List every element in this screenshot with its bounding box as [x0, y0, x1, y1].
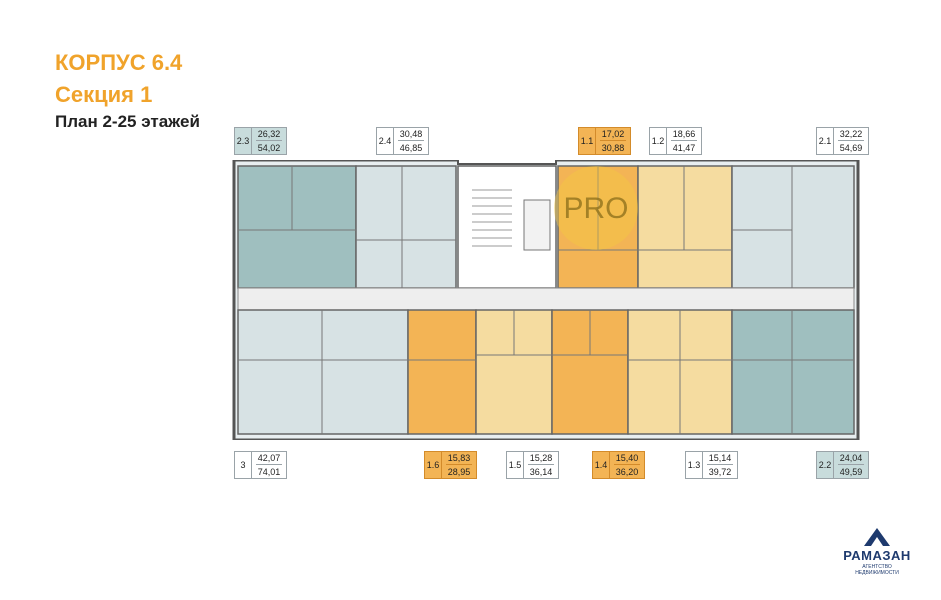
- apartment-number: 2.2: [817, 452, 834, 478]
- apartment-number: 1.5: [507, 452, 524, 478]
- company-logo: РАМАЗАН АГЕНТСТВО НЕДВИЖИМОСТИ: [840, 528, 914, 576]
- apartment-1-2-area[interactable]: [637, 165, 733, 289]
- living-area: 15,14: [707, 453, 733, 466]
- apartment-label-1-4[interactable]: 1.4 15,40 36,20: [592, 451, 645, 479]
- apartment-number: 3: [235, 452, 252, 478]
- apartment-label-2-4[interactable]: 2.4 30,48 46,85: [376, 127, 429, 155]
- logo-name: РАМАЗАН: [843, 548, 911, 563]
- floor-plan: PRO: [232, 160, 860, 440]
- living-area: 15,83: [446, 453, 472, 466]
- apartment-number: 2.4: [377, 128, 394, 154]
- apartment-2-2-area[interactable]: [731, 309, 855, 435]
- total-area: 28,95: [447, 466, 471, 477]
- apartment-2-1-area[interactable]: [731, 165, 855, 289]
- apartment-label-2-1[interactable]: 2.1 32,22 54,69: [816, 127, 869, 155]
- living-area: 26,32: [256, 129, 282, 142]
- apartment-label-1-6[interactable]: 1.6 15,83 28,95: [424, 451, 477, 479]
- total-area: 30,88: [601, 142, 625, 153]
- apartment-number: 1.3: [686, 452, 703, 478]
- apartment-number: 1.2: [650, 128, 667, 154]
- apartment-label-1-2[interactable]: 1.2 18,66 41,47: [649, 127, 702, 155]
- living-area: 17,02: [600, 129, 626, 142]
- apartment-label-1-5[interactable]: 1.5 15,28 36,14: [506, 451, 559, 479]
- apartment-number: 1.4: [593, 452, 610, 478]
- apartment-label-1-1[interactable]: 1.1 17,02 30,88: [578, 127, 631, 155]
- total-area: 74,01: [257, 466, 281, 477]
- total-area: 41,47: [672, 142, 696, 153]
- total-area: 54,02: [257, 142, 281, 153]
- living-area: 15,28: [528, 453, 554, 466]
- section-title: Секция 1: [55, 82, 153, 107]
- watermark-text: PRO: [563, 192, 628, 225]
- apartment-number: 2.3: [235, 128, 252, 154]
- logo-roof-icon: [864, 528, 890, 546]
- apartment-2-3-area[interactable]: [237, 165, 357, 289]
- living-area: 30,48: [398, 129, 424, 142]
- plan-title: План 2-25 этажей: [55, 112, 200, 131]
- total-area: 36,14: [529, 466, 553, 477]
- apartment-number: 1.1: [579, 128, 596, 154]
- apartment-2-4-area[interactable]: [355, 165, 457, 289]
- apartment-1-6-area[interactable]: [407, 309, 477, 435]
- living-area: 42,07: [256, 453, 282, 466]
- apartment-label-3[interactable]: 3 42,07 74,01: [234, 451, 287, 479]
- living-area: 32,22: [838, 129, 864, 142]
- apartment-label-1-3[interactable]: 1.3 15,14 39,72: [685, 451, 738, 479]
- building-title: КОРПУС 6.4: [55, 50, 183, 75]
- living-area: 18,66: [671, 129, 697, 142]
- total-area: 49,59: [839, 466, 863, 477]
- apartment-number: 2.1: [817, 128, 834, 154]
- total-area: 39,72: [708, 466, 732, 477]
- living-area: 24,04: [838, 453, 864, 466]
- watermark-circle: [554, 166, 638, 250]
- apartment-3-area[interactable]: [237, 309, 409, 435]
- living-area: 15,40: [614, 453, 640, 466]
- total-area: 36,20: [615, 466, 639, 477]
- floor-plan-drawing: PRO: [232, 160, 860, 440]
- apartment-number: 1.6: [425, 452, 442, 478]
- apartment-label-2-2[interactable]: 2.2 24,04 49,59: [816, 451, 869, 479]
- logo-tagline: АГЕНТСТВО НЕДВИЖИМОСТИ: [855, 564, 899, 576]
- total-area: 54,69: [839, 142, 863, 153]
- total-area: 46,85: [399, 142, 423, 153]
- apartment-label-2-3[interactable]: 2.3 26,32 54,02: [234, 127, 287, 155]
